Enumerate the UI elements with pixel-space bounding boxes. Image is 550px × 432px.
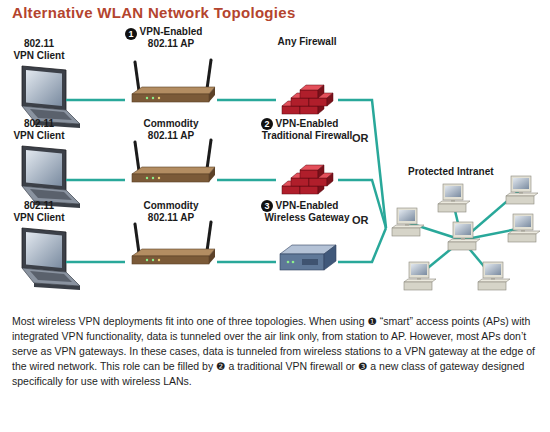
firewall: VPN-Enabled Traditional Firewall <box>276 118 338 196</box>
gateway-icon <box>280 245 336 270</box>
computer-icon <box>404 262 436 290</box>
network-link <box>66 179 125 182</box>
laptop-icon <box>22 228 80 290</box>
access-point-icon <box>132 60 215 102</box>
computer-icon <box>478 262 510 290</box>
access-point-icon <box>132 222 215 264</box>
protected-intranet: Protected Intranet <box>386 166 542 300</box>
wireless-gateway: VPN-Enabled Wireless Gateway <box>276 200 338 272</box>
node-label: Commodity 802.11 AP <box>135 200 207 224</box>
network-link <box>66 99 125 102</box>
access-point: VPN-Enabled 802.11 AP <box>125 26 217 106</box>
network-link <box>338 228 386 262</box>
wireless-client: 802.11 VPN Client <box>12 38 66 130</box>
computer-icon <box>438 184 470 212</box>
network-link <box>217 179 276 182</box>
network-link <box>217 99 276 102</box>
firewall-icon <box>282 85 333 114</box>
node-label: 802.11 VPN Client <box>13 200 66 224</box>
node-label: Protected Intranet <box>408 166 494 178</box>
network-link <box>217 261 276 264</box>
access-point: Commodity 802.11 AP <box>125 200 217 268</box>
computer-icon <box>506 176 538 204</box>
or-label: OR <box>352 132 369 145</box>
laptop-icon <box>22 146 80 208</box>
computer-icon <box>392 208 424 236</box>
access-point: Commodity 802.11 AP <box>125 118 217 186</box>
figure-caption: Most wireless VPN deployments fit into o… <box>12 314 538 389</box>
node-label: VPN-Enabled Wireless Gateway <box>259 200 355 224</box>
network-link <box>338 100 386 228</box>
node-label: 802.11 VPN Client <box>13 118 66 142</box>
access-point-icon <box>132 140 215 182</box>
node-label: Any Firewall <box>272 36 342 48</box>
firewall: Any Firewall <box>276 36 338 116</box>
wireless-client: 802.11 VPN Client <box>12 118 66 210</box>
wireless-client: 802.11 VPN Client <box>12 200 66 292</box>
computer-icon <box>448 222 480 250</box>
callout-number: 2 <box>261 118 273 130</box>
node-label: VPN-Enabled Traditional Firewall <box>259 118 355 142</box>
computer-icon <box>508 214 540 242</box>
callout-number: 3 <box>261 200 273 212</box>
network-link <box>66 261 125 264</box>
node-label: Commodity 802.11 AP <box>135 118 207 142</box>
or-label: OR <box>352 214 369 227</box>
callout-number: 1 <box>125 28 137 40</box>
node-label: VPN-Enabled 802.11 AP <box>135 26 207 50</box>
node-label: 802.11 VPN Client <box>13 38 66 62</box>
figure-title: Alternative WLAN Network Topologies <box>12 4 296 22</box>
firewall-icon <box>282 165 333 194</box>
